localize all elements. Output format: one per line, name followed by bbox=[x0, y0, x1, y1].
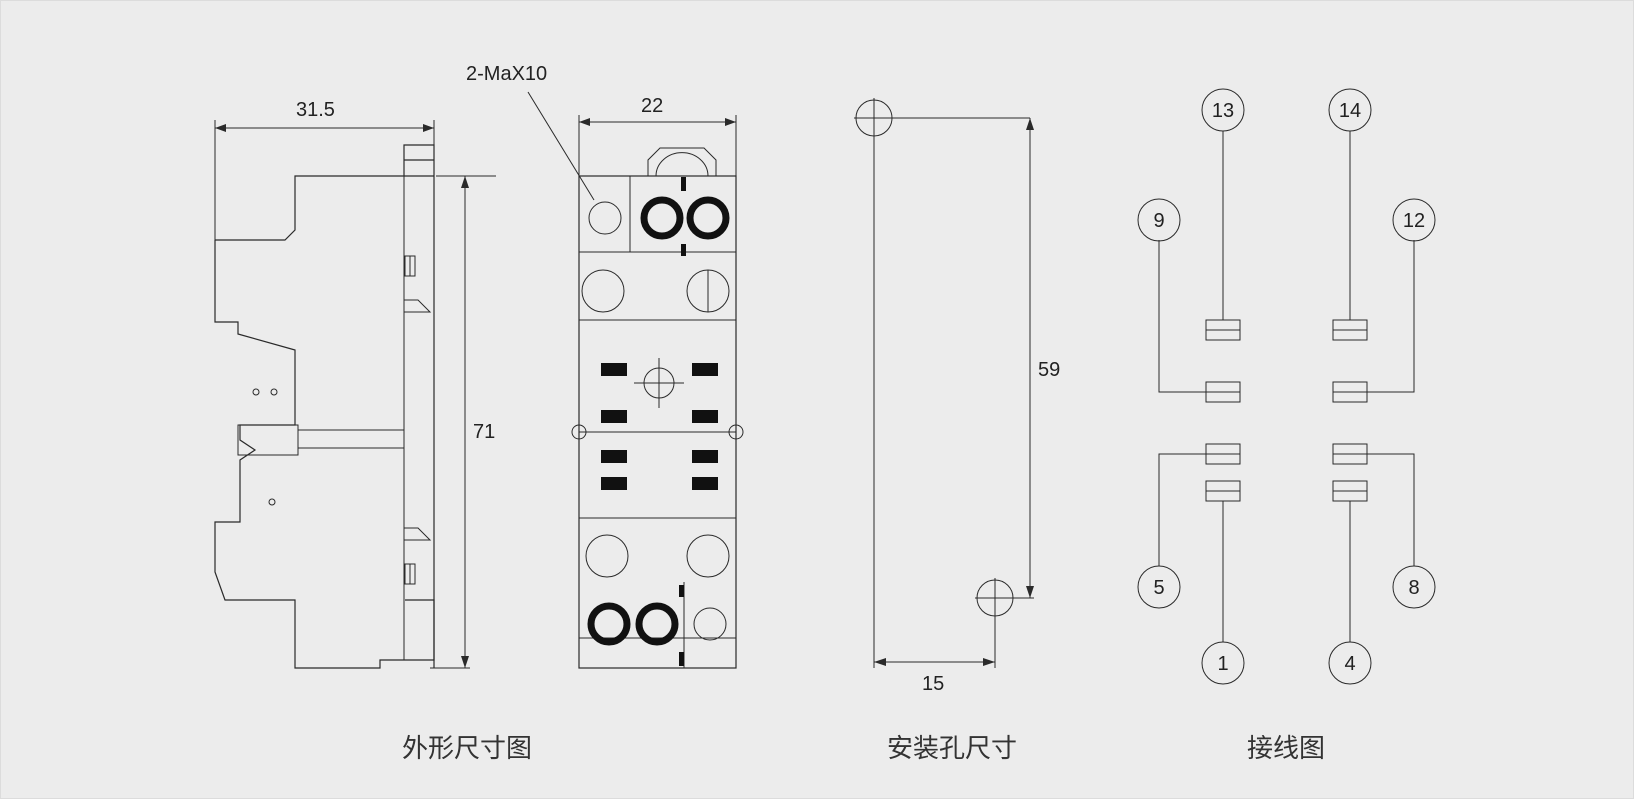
svg-text:8: 8 bbox=[1408, 577, 1419, 599]
terminal-1: 1 bbox=[1201, 641, 1245, 685]
svg-text:1: 1 bbox=[1217, 653, 1228, 675]
terminal-5: 5 bbox=[1137, 565, 1181, 609]
caption-mounting-holes: 安装孔尺寸 bbox=[887, 734, 1017, 764]
top-width-dimension-label: 22 bbox=[641, 95, 663, 117]
mounting-hole-diagram: 59 15 bbox=[854, 98, 1060, 695]
front-view: 22 2-MaX10 bbox=[466, 63, 744, 669]
caption-wiring-diagram: 接线图 bbox=[1247, 734, 1325, 764]
wiring-diagram: 13 14 9 12 5 8 1 4 bbox=[1137, 88, 1436, 685]
terminal-4: 4 bbox=[1328, 641, 1372, 685]
svg-text:5: 5 bbox=[1153, 577, 1164, 599]
vertical-spacing-label: 59 bbox=[1038, 359, 1060, 381]
svg-text:9: 9 bbox=[1153, 210, 1164, 232]
terminal-14: 14 bbox=[1328, 88, 1372, 132]
screw-spec-label: 2-MaX10 bbox=[466, 63, 547, 85]
svg-text:4: 4 bbox=[1344, 653, 1355, 675]
svg-text:13: 13 bbox=[1212, 100, 1234, 122]
terminal-8: 8 bbox=[1392, 565, 1436, 609]
svg-text:14: 14 bbox=[1339, 100, 1361, 122]
side-view: 31.5 71 bbox=[214, 99, 496, 669]
caption-outline-dimensions: 外形尺寸图 bbox=[402, 734, 532, 764]
width-dimension-label: 31.5 bbox=[296, 99, 335, 121]
svg-text:12: 12 bbox=[1403, 210, 1425, 232]
horizontal-spacing-label: 15 bbox=[922, 673, 944, 695]
height-dimension-label: 71 bbox=[473, 421, 495, 443]
terminal-13: 13 bbox=[1201, 88, 1245, 132]
terminal-12: 12 bbox=[1392, 198, 1436, 242]
terminal-9: 9 bbox=[1137, 198, 1181, 242]
